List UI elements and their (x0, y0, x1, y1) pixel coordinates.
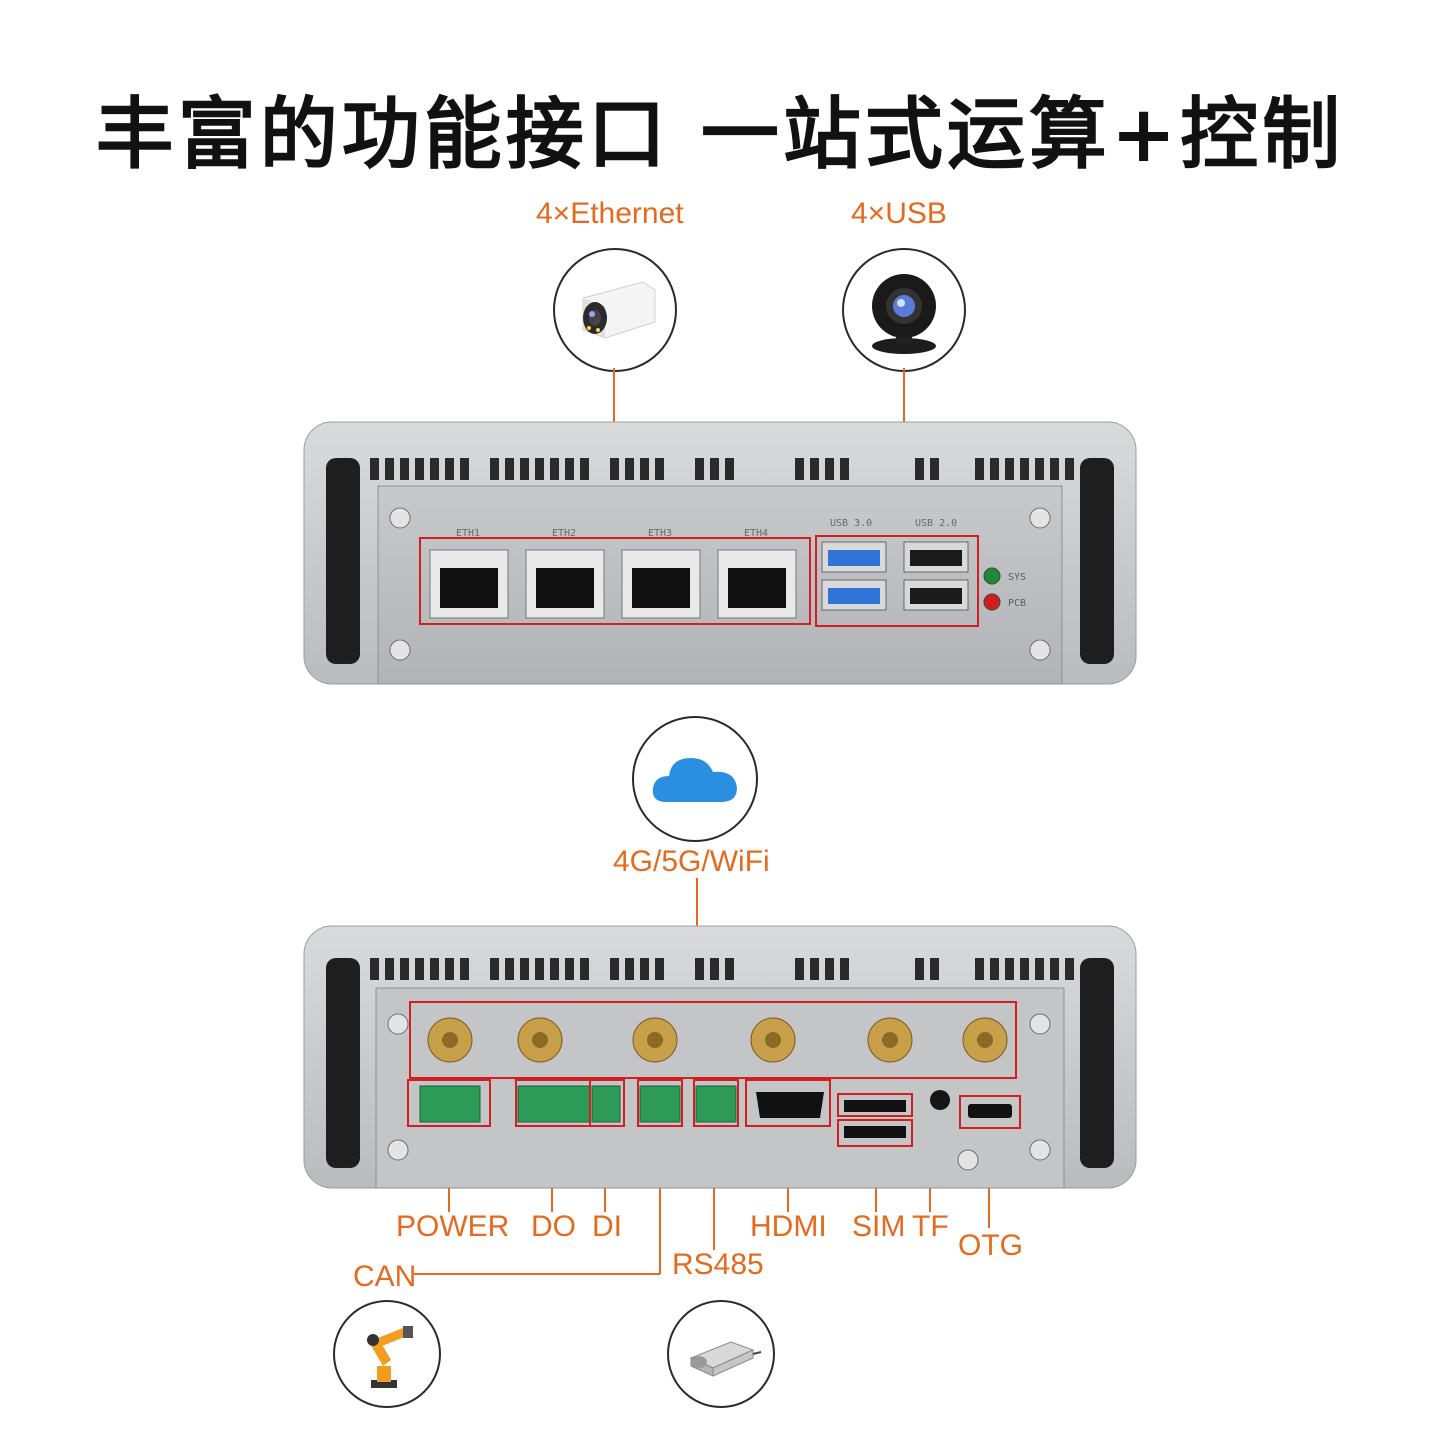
robot-arm-icon (333, 1300, 441, 1408)
sys-led-label: SYS (1008, 572, 1026, 583)
usb-callout-label: 4×USB (851, 197, 947, 230)
usb-ports (821, 541, 969, 611)
antenna-connectors (427, 1017, 1008, 1063)
rs485-label: RS485 (672, 1248, 764, 1281)
terminal-blocks (419, 1085, 737, 1123)
pcb-led-label: PCB (1008, 598, 1026, 609)
ethernet-callout-label: 4×Ethernet (536, 197, 684, 230)
eth3-tag: ETH3 (648, 528, 672, 539)
do-label: DO (531, 1210, 576, 1243)
usb3-tag: USB 3.0 (830, 518, 872, 529)
di-label: DI (592, 1210, 622, 1243)
power-label: POWER (396, 1210, 510, 1243)
bottom-device-rear-panel (300, 922, 1140, 1192)
webcam-icon (842, 248, 966, 372)
sim-label: SIM (852, 1210, 906, 1243)
wireless-label: 4G/5G/WiFi (613, 845, 770, 878)
pcb-led (983, 593, 1001, 611)
camera-bullet-icon (553, 248, 677, 372)
hdmi-label: HDMI (750, 1210, 827, 1243)
eth4-tag: ETH4 (744, 528, 768, 539)
ethernet-ports (429, 549, 797, 619)
tf-label: TF (912, 1210, 949, 1243)
cloud-icon (632, 716, 758, 842)
usb2-tag: USB 2.0 (915, 518, 957, 529)
otg-label: OTG (958, 1229, 1023, 1262)
can-label: CAN (353, 1260, 417, 1293)
load-cell-sensor-icon (667, 1300, 775, 1408)
eth1-tag: ETH1 (456, 528, 480, 539)
sys-led (983, 567, 1001, 585)
eth2-tag: ETH2 (552, 528, 576, 539)
top-device-front-panel: ETH1 ETH2 ETH3 ETH4 USB 3.0 USB 2.0 (300, 418, 1140, 688)
page-title: 丰富的功能接口 一站式运算+控制 (95, 90, 1345, 180)
